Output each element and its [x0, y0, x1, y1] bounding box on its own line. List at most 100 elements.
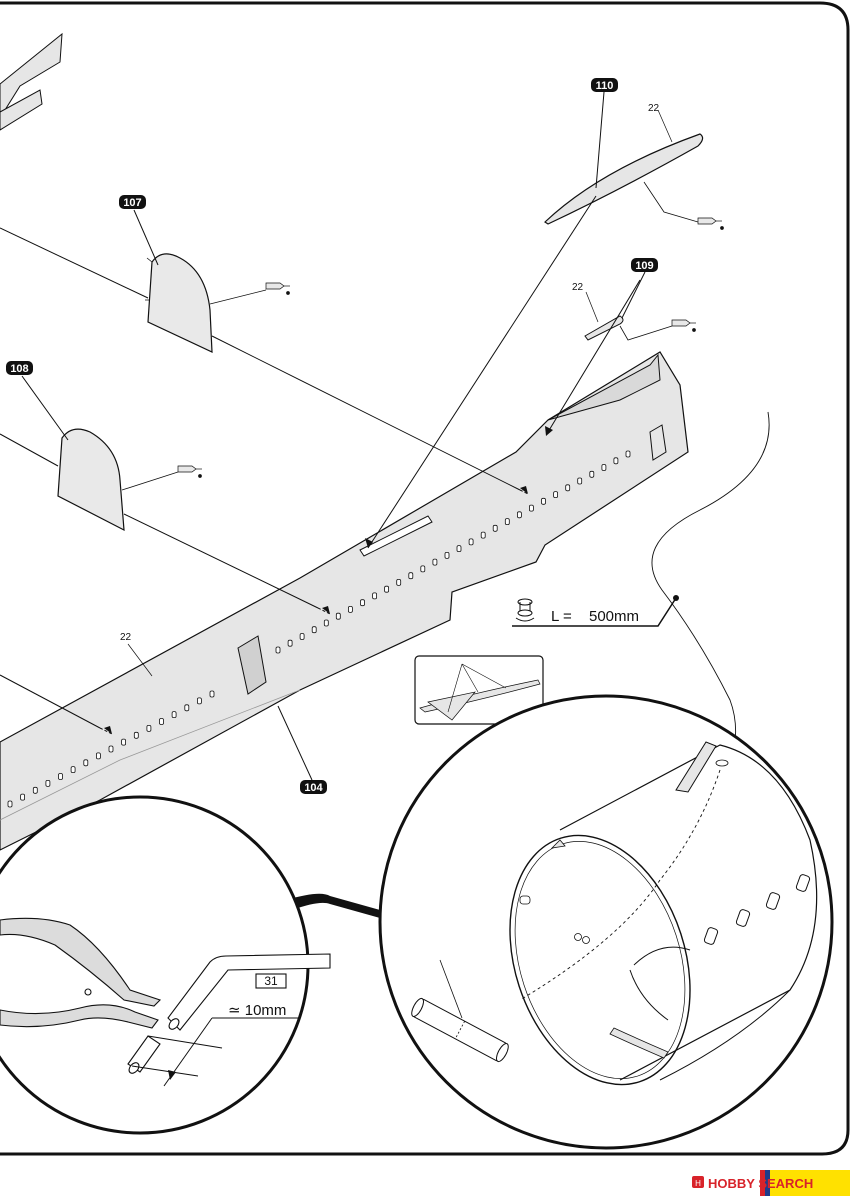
page-border: [0, 1, 850, 1156]
cabin-window: [444, 552, 450, 559]
svg-text:104: 104: [304, 782, 323, 794]
detail-circle-fuselage-interior: [378, 694, 834, 1150]
cabin-window: [275, 646, 281, 654]
watermark-logo: H HOBBY SEARCH: [690, 1170, 850, 1196]
cabin-window: [347, 606, 353, 613]
cabin-window: [196, 697, 202, 705]
fuselage-body: [0, 351, 689, 851]
svg-text:110: 110: [596, 80, 614, 92]
thread-callout-line: [512, 597, 677, 627]
glue-tube-icon-3: [177, 465, 202, 478]
cabin-window: [372, 592, 378, 600]
cabin-window: [45, 780, 51, 787]
cabin-window: [287, 639, 293, 647]
cabin-window: [159, 718, 164, 725]
sprue-runner: [127, 953, 331, 1074]
rear-cargo-door: [649, 424, 667, 461]
glue-tube-icon-1: [697, 217, 724, 230]
fin-stub: [547, 353, 661, 421]
cabin-window: [589, 470, 595, 478]
cabin-window: [408, 572, 414, 580]
cabin-window: [396, 579, 402, 586]
thread-length-label: L =: [551, 608, 572, 625]
color-code-part-110: 22: [648, 103, 660, 114]
thread-length-value: 500mm: [589, 608, 639, 625]
cabin-window: [468, 538, 474, 546]
cabin-window: [58, 773, 63, 780]
part-tag-109: 109: [631, 258, 658, 272]
svg-text:109: 109: [635, 260, 653, 272]
cabin-windows: [7, 450, 631, 808]
part-109: [584, 315, 624, 341]
cabin-window: [171, 711, 177, 718]
cabin-window: [492, 524, 498, 532]
cut-length-label: ≃ 10mm: [228, 1002, 286, 1019]
svg-text:HOBBY SEARCH: HOBBY SEARCH: [708, 1176, 813, 1191]
glue-tube-icon-4: [671, 319, 696, 332]
part-tag-110: 110: [591, 78, 618, 92]
cabin-window: [625, 450, 631, 458]
cabin-window: [209, 690, 215, 698]
arrow-heads: [104, 426, 553, 734]
leader-lines: [21, 91, 673, 781]
cabin-window: [456, 545, 462, 552]
dimension-arrow: [168, 1070, 176, 1080]
bulkhead-part-108: [57, 428, 125, 532]
cabin-window: [335, 612, 341, 620]
part-tag-108: 108: [6, 361, 33, 375]
svg-text:108: 108: [10, 363, 28, 375]
cabin-window: [32, 786, 38, 794]
cabin-window: [480, 531, 486, 539]
cabin-window: [146, 725, 152, 732]
cabin-window: [577, 477, 583, 485]
cabin-window: [323, 619, 329, 627]
cabin-window: [601, 464, 607, 471]
cabin-window: [529, 504, 534, 512]
cabin-window: [504, 518, 510, 525]
glue-tube-icon-2: [265, 282, 290, 295]
wing-fragment: [0, 32, 63, 131]
cabin-window: [83, 759, 89, 767]
svg-text:107: 107: [123, 197, 141, 209]
cabin-window: [384, 585, 390, 593]
side-cutter-tool: [0, 917, 162, 1029]
part-110: [544, 133, 704, 225]
fuselage-part-104: [0, 351, 689, 851]
color-code-fuselage: 22: [120, 632, 132, 643]
cabin-window: [420, 565, 426, 573]
aircraft-location-thumbnail: [414, 655, 544, 725]
part-tag-107: 107: [119, 195, 146, 209]
cabin-window: [311, 626, 317, 634]
cabin-window: [96, 752, 101, 760]
fuselage-belly-line: [0, 689, 301, 821]
cabin-window: [20, 793, 26, 801]
bulkhead-part-107: [145, 253, 213, 353]
sprue-number-label: 31: [264, 974, 278, 988]
cabin-window: [121, 738, 126, 746]
detail-connector: [286, 893, 380, 918]
cabin-window: [517, 511, 522, 519]
part-tag-104: 104: [300, 780, 327, 794]
assembly-lines: [0, 195, 641, 735]
passenger-door: [237, 635, 267, 695]
roof-slot: [359, 515, 433, 557]
cabin-window: [432, 558, 438, 566]
cabin-window: [108, 745, 114, 753]
svg-text:H: H: [695, 1179, 701, 1188]
cabin-window: [565, 484, 571, 492]
thread-point: [673, 595, 679, 601]
cabin-window: [553, 491, 558, 499]
cabin-window: [541, 497, 546, 505]
cabin-window: [184, 704, 190, 712]
cabin-window: [360, 599, 365, 607]
cabin-window: [299, 633, 305, 640]
color-code-part-109: 22: [572, 282, 584, 293]
cabin-window: [133, 731, 139, 739]
cabin-window: [613, 457, 619, 465]
glue-leaders: [121, 181, 699, 491]
thread-spool-icon: [515, 598, 535, 622]
cabin-window: [70, 766, 76, 773]
detail-circle-cutting: 31 ≃ 10mm: [0, 795, 331, 1135]
cabin-window: [7, 800, 13, 808]
